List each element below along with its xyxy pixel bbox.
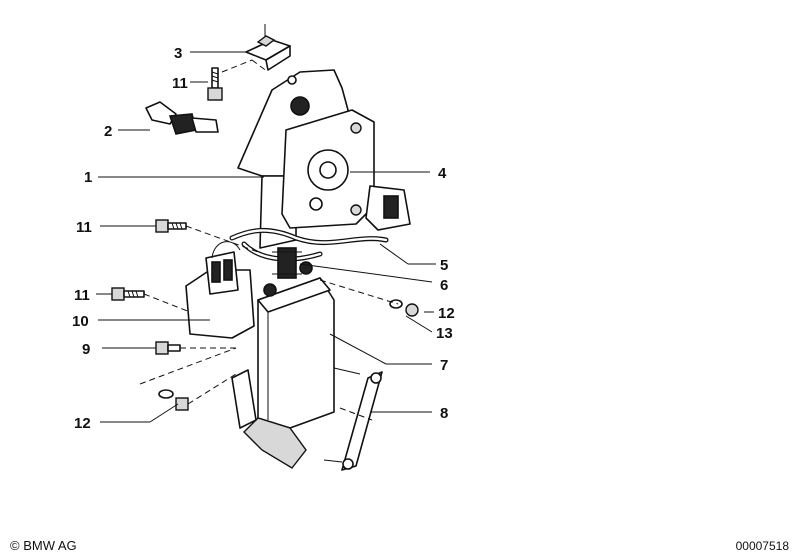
part-11-bolt-top [207, 67, 223, 101]
part-11-screw-lower [111, 287, 145, 301]
callout-1: 1 [84, 169, 92, 186]
copyright-notice: © BMW AG [10, 538, 77, 553]
callout-13: 13 [436, 325, 453, 342]
part-8-mounting-strap [323, 367, 383, 471]
callout-4: 4 [438, 165, 447, 182]
document-number: 00007518 [735, 539, 789, 553]
part-10-relay-module [185, 241, 255, 339]
part-11-screw-mid [155, 219, 187, 233]
assembly-lines [139, 59, 399, 421]
callout-8: 8 [440, 405, 448, 422]
callout-10: 10 [72, 313, 89, 330]
part-6-coil [272, 247, 302, 279]
callout-labels: 3 11 2 1 4 11 5 6 11 12 13 10 7 9 8 12 [72, 45, 455, 432]
callout-3: 3 [174, 45, 182, 62]
callout-11-top: 11 [172, 75, 188, 92]
callout-9: 9 [82, 341, 90, 358]
part-connector-right [365, 185, 411, 231]
part-9-pin [155, 341, 181, 355]
leader-lines [96, 51, 436, 423]
part-12-13-nut-washer-right [389, 299, 419, 317]
part-5-wire-harness [229, 227, 389, 262]
callout-5: 5 [440, 257, 448, 274]
callout-2: 2 [104, 123, 112, 140]
callout-6: 6 [440, 277, 448, 294]
callout-7: 7 [440, 357, 448, 374]
callout-11-mid: 11 [76, 219, 92, 236]
part-2-lever [145, 101, 219, 135]
part-12-nut-lower [158, 389, 189, 411]
callout-11-lower: 11 [74, 287, 90, 304]
part-7-motor [231, 261, 335, 469]
callout-12-right: 12 [438, 305, 455, 322]
callout-12-lower: 12 [74, 415, 91, 432]
part-3-clip-nut [245, 24, 291, 71]
part-4-gear-housing [281, 109, 375, 229]
